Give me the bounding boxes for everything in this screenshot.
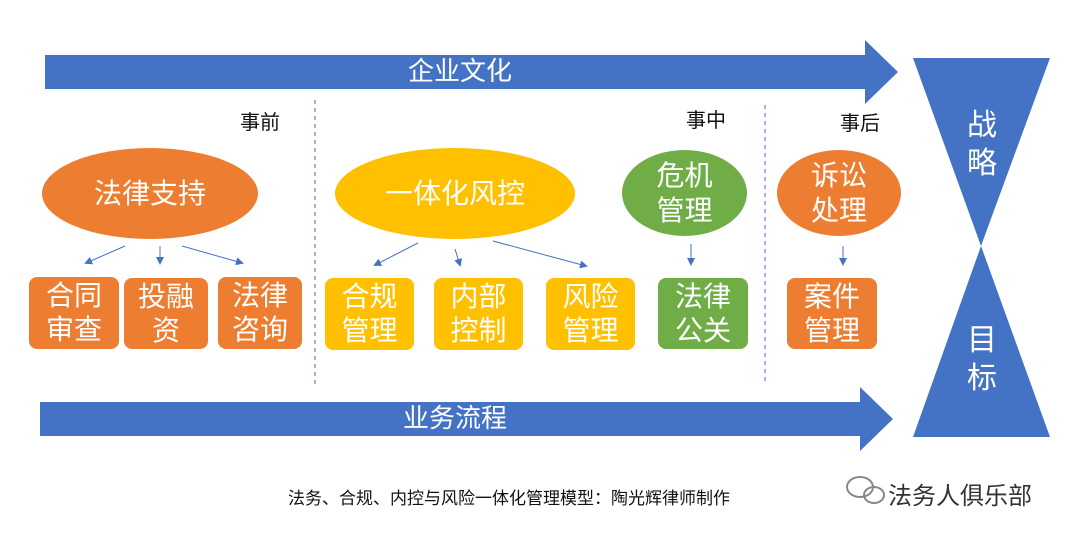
phase-during: 事中 — [686, 108, 726, 132]
process-label: 业务流程 — [402, 404, 507, 434]
box-investment-financing: 投融 资 — [122, 276, 210, 351]
ellipse-legal-support: 法律支持 — [40, 146, 260, 241]
process-arrow-shape — [40, 387, 893, 451]
goal-label: 目 标 — [967, 323, 997, 396]
ellipse-litigation: 诉讼 处理 — [775, 148, 903, 238]
connector-arrow — [492, 240, 588, 269]
box-case-management: 案件 管理 — [785, 276, 879, 351]
box-internal-control: 内部 控制 — [432, 276, 525, 352]
wechat-icon — [846, 476, 885, 504]
connector-arrow — [454, 248, 463, 267]
box-contract-review: 合同 审查 — [27, 275, 121, 351]
hourglass-bottom-triangle — [913, 246, 1050, 437]
phase-after: 事后 — [840, 111, 880, 135]
strategy-label: 战 略 — [967, 108, 997, 181]
figure-caption: 法务、合规、内控与风险一体化管理模型：陶光辉律师制作 — [288, 489, 730, 509]
hourglass-top-triangle — [913, 58, 1050, 246]
box-legal-pr: 法律 公关 — [656, 276, 750, 351]
connector-arrow — [84, 245, 126, 265]
connector-arrow — [373, 242, 419, 266]
culture-arrow-shape — [45, 40, 898, 104]
culture-label: 企业文化 — [407, 57, 512, 87]
phase-before: 事前 — [240, 110, 280, 134]
ellipse-integrated-risk: 一体化风控 — [333, 146, 577, 241]
box-compliance: 合规 管理 — [323, 276, 416, 352]
watermark-text: 法务人俱乐部 — [888, 482, 1032, 510]
box-legal-consulting: 法律 咨询 — [216, 275, 304, 351]
box-risk-management: 风险 管理 — [544, 276, 637, 352]
ellipse-crisis-management: 危机 管理 — [620, 148, 749, 238]
connector-arrow — [181, 245, 244, 266]
